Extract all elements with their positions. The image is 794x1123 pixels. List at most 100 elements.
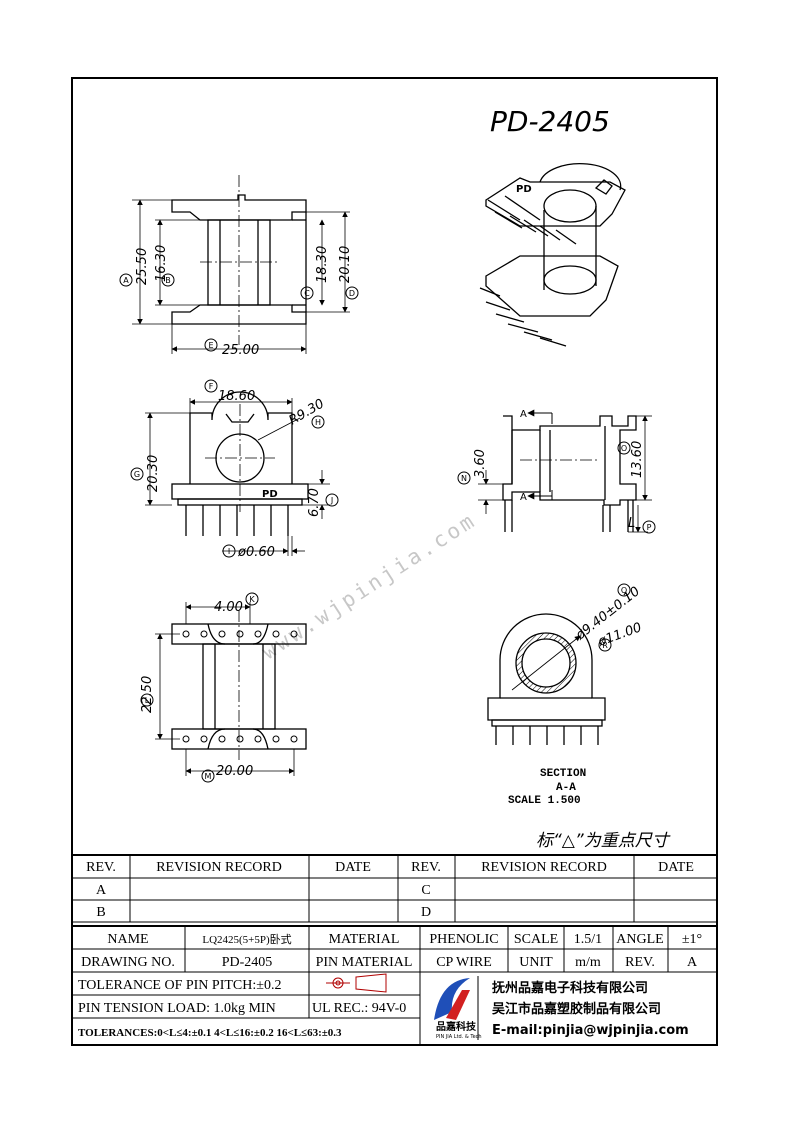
svg-text:H: H [315,418,321,427]
rev-label: REV. [625,955,655,970]
section-cut-label-top: A [520,409,527,420]
material-label: MATERIAL [329,932,400,947]
company-name-2: 吴江市品嘉塑胶制品有限公司 [492,1001,661,1017]
tag-h: H [311,415,325,429]
dim-e-value: 25.00 [222,343,259,358]
pin-material-value: CP WIRE [436,955,492,970]
section-cut-markers [527,409,553,500]
tag-c: C [300,286,314,300]
dim-p-value: L [628,516,635,531]
pin-material-label: PIN MATERIAL [316,955,413,970]
ul-rec: UL REC.: 94V-0 [312,1001,406,1016]
tag-k: K [245,592,259,606]
rev-header-2: REVISION RECORD [156,860,282,875]
dims-view-front [145,398,330,556]
angle-value: ±1° [682,932,702,947]
dim-a-value: 25.50 [135,248,150,285]
dim-j-value: 6.70 [307,488,322,517]
tag-l: L [140,693,154,707]
svg-text:R: R [602,641,608,650]
sheet-border [71,77,718,1046]
dim-n-value: 3.60 [473,449,488,478]
view-right [502,415,637,532]
pd-mark-isometric: PD [516,184,532,195]
dim-i-value: ø0.60 [237,545,275,560]
tag-j: J [325,493,339,507]
section-scale: SCALE 1.500 [508,795,581,807]
key-dimension-note: 标“△”为重点尺寸 [536,831,671,851]
view-side [171,175,307,345]
tag-q: Q [617,583,631,597]
svg-text:L: L [145,696,150,705]
svg-text:I: I [228,547,230,556]
section-title: SECTION [540,768,586,780]
rev-header-5: REVISION RECORD [481,860,607,875]
svg-text:E: E [208,341,213,350]
svg-text:C: C [304,289,310,298]
dim-g-value: 20.30 [146,455,161,492]
svg-text:O: O [621,444,627,453]
drawing-no-value: PD-2405 [222,955,273,970]
svg-text:Q: Q [621,586,627,595]
logo-text: 品嘉科技 [436,1020,477,1033]
rev-row-a: A [96,883,107,898]
unit-value: m/m [575,955,601,970]
company-email: E-mail:pinjia@wjpinjia.com [492,1023,689,1038]
tag-f: F [204,379,218,393]
svg-text:D: D [349,289,355,298]
tag-b: B [161,273,175,287]
section-cut-label-bottom: A [520,492,527,503]
logo-sub: PIN JIA Ltd. & Tech [436,1034,482,1040]
tag-i: I [222,544,236,558]
view-section [487,613,606,745]
name-value: LQ2425(5+5P)卧式 [202,933,291,946]
revision-table [72,854,717,927]
company-name-1: 抚州品嘉电子科技有限公司 [492,980,648,996]
svg-text:M: M [205,772,212,781]
unit-label: UNIT [519,955,553,970]
drawing-no-label: DRAWING NO. [81,955,175,970]
material-value: PHENOLIC [429,932,498,947]
dims-view-bottom [155,602,295,776]
rev-value: A [687,955,698,970]
svg-text:F: F [209,382,214,391]
tag-d: D [345,286,359,300]
projection-symbol [326,973,387,993]
title-block [72,926,717,1045]
view-front [171,391,309,536]
rev-header-6: DATE [658,860,694,875]
tag-o: O [617,441,631,455]
dim-c-value: 18.30 [315,246,330,283]
dim-b-value: 16.30 [154,245,169,282]
tag-n: N [457,471,471,485]
svg-text:P: P [647,523,652,532]
dims-view-right [478,415,652,533]
watermark: www.wjpinjia.com [258,508,481,664]
tolerances: TOLERANCES:0<L≤4:±0.1 4<L≤16:±0.2 16<L≤6… [78,1027,342,1039]
dim-d-value: 20.10 [338,246,353,283]
tolerance-pitch: TOLERANCE OF PIN PITCH:±0.2 [78,978,281,993]
tag-g: G [130,467,144,481]
scale-value: 1.5/1 [574,932,602,947]
rev-row-c: C [421,883,430,898]
view-isometric [479,162,626,347]
scale-label: SCALE [514,932,558,947]
tag-r: R [598,638,612,652]
dims-view-side [132,199,350,354]
dim-f-value: 18.60 [218,389,255,404]
name-label: NAME [107,932,148,947]
drawing-title: PD-2405 [490,105,610,138]
svg-text:A: A [123,276,129,285]
section-subtitle: A-A [556,782,576,794]
tag-a: A [119,273,133,287]
rev-header-3: DATE [335,860,371,875]
rev-row-d: D [421,905,431,920]
company-logo: 品嘉科技 PIN JIA Ltd. & Tech [434,978,482,1040]
rev-row-b: B [96,905,105,920]
rev-header-4: REV. [411,860,441,875]
pd-mark-front: PD [262,489,278,500]
rev-header-1: REV. [86,860,116,875]
tag-m: M [201,769,215,783]
dim-k-value: 4.00 [214,600,243,615]
angle-label: ANGLE [616,932,663,947]
